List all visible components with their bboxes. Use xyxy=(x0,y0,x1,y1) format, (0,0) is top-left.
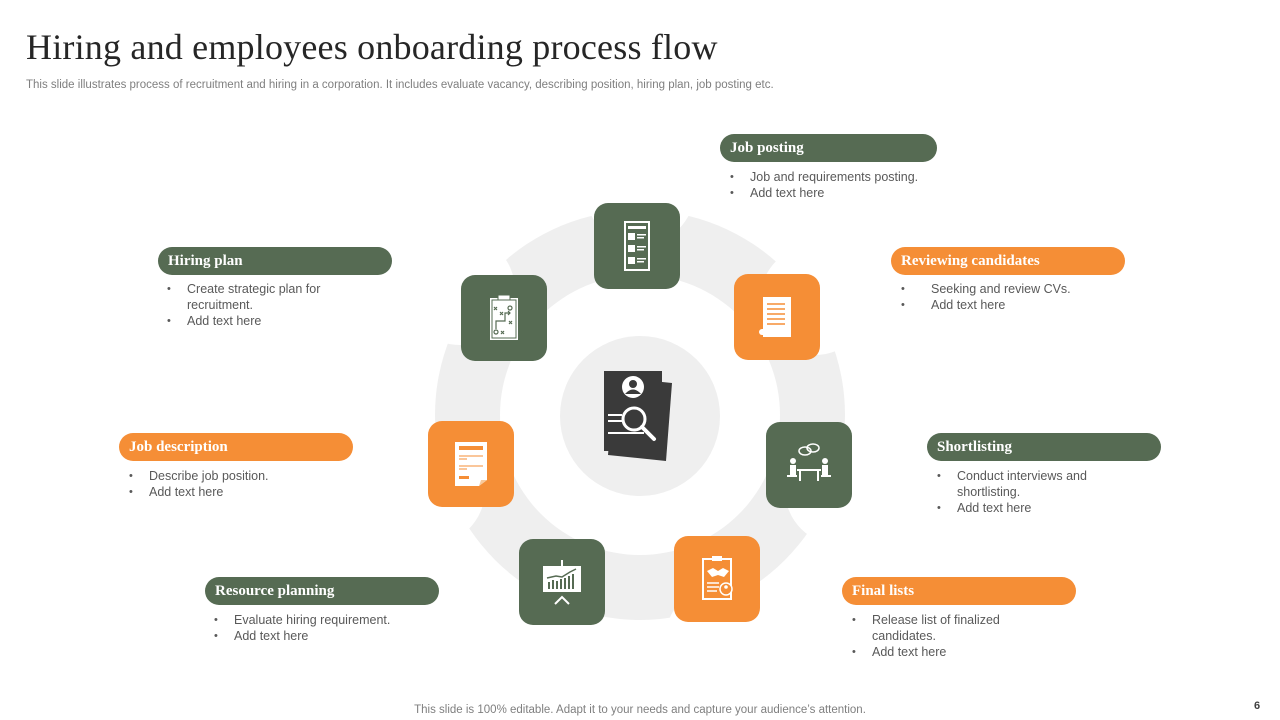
step-title-job-posting: Job posting xyxy=(720,134,937,162)
center-hub xyxy=(560,336,720,496)
step-bullets-hiring-plan: Create strategic plan for recruitment. A… xyxy=(167,281,347,329)
tile-shortlisting xyxy=(766,422,852,508)
step-bullets-resource-planning: Evaluate hiring requirement. Add text he… xyxy=(214,612,444,644)
step-bullets-final-lists: Release list of finalized candidates. Ad… xyxy=(852,612,1022,660)
bullet: Add text here xyxy=(129,484,349,500)
bullet: Add text here xyxy=(901,297,1121,313)
bullet: Job and requirements posting. xyxy=(730,169,960,185)
page-number: 6 xyxy=(1254,700,1261,712)
bullet: Evaluate hiring requirement. xyxy=(214,612,444,628)
resume-search-icon xyxy=(604,370,672,461)
tile-final-lists xyxy=(674,536,760,622)
handshake-clipboard-icon xyxy=(702,556,733,600)
slide-title: Hiring and employees onboarding process … xyxy=(26,27,718,67)
scroll-document-icon xyxy=(759,297,791,337)
bullet: Add text here xyxy=(730,185,960,201)
slide-subtitle: This slide illustrates process of recrui… xyxy=(26,79,774,91)
tile-resource-planning xyxy=(519,539,605,625)
tile-job-posting xyxy=(594,203,680,289)
bullet: Add text here xyxy=(937,500,1117,516)
bullet: Conduct interviews and shortlisting. xyxy=(937,468,1117,500)
step-title-shortlisting: Shortlisting xyxy=(927,433,1161,461)
bullet: Create strategic plan for recruitment. xyxy=(167,281,347,313)
bullet: Release list of finalized candidates. xyxy=(852,612,1022,644)
bullet: Add text here xyxy=(214,628,444,644)
bullet: Seeking and review CVs. xyxy=(901,281,1121,297)
step-title-final-lists: Final lists xyxy=(842,577,1076,605)
slide-footer: This slide is 100% editable. Adapt it to… xyxy=(414,704,866,716)
interview-meeting-icon xyxy=(787,443,831,481)
bullet: Add text here xyxy=(852,644,1022,660)
strategy-clipboard-icon xyxy=(490,294,518,340)
step-title-hiring-plan: Hiring plan xyxy=(158,247,392,275)
tile-reviewing-candidates xyxy=(734,274,820,360)
bullet: Add text here xyxy=(167,313,347,329)
step-bullets-job-posting: Job and requirements posting. Add text h… xyxy=(730,169,960,201)
document-icon xyxy=(455,442,487,486)
presentation-chart-icon xyxy=(543,560,581,605)
step-bullets-shortlisting: Conduct interviews and shortlisting. Add… xyxy=(937,468,1117,516)
bullet: Describe job position. xyxy=(129,468,349,484)
step-title-job-description: Job description xyxy=(119,433,353,461)
step-title-reviewing-candidates: Reviewing candidates xyxy=(891,247,1125,275)
step-title-resource-planning: Resource planning xyxy=(205,577,439,605)
tile-hiring-plan xyxy=(461,275,547,361)
tile-job-description xyxy=(428,421,514,507)
step-bullets-job-description: Describe job position. Add text here xyxy=(129,468,349,500)
job-board-icon xyxy=(624,221,650,271)
step-bullets-reviewing-candidates: Seeking and review CVs. Add text here xyxy=(901,281,1121,313)
